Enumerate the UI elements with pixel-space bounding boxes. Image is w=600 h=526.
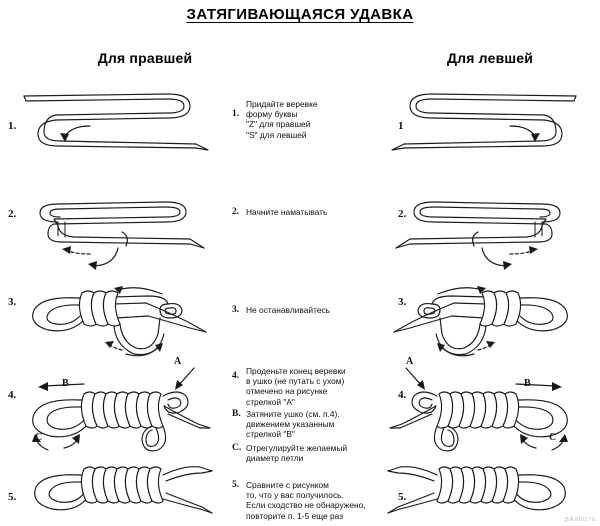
rope-finished-knot (387, 466, 566, 514)
coil-group (436, 391, 520, 429)
watermark: pikabu.ru (564, 516, 596, 523)
diagram-left-step-1 (18, 86, 218, 166)
coil-group (479, 290, 522, 327)
step-number-left-3: 3. (8, 296, 17, 308)
instruction-substep-b: B. Затяните ушко (см. п.4). движением ук… (232, 409, 402, 440)
rope-start-wrap (39, 201, 205, 249)
step-number-left-1: 1. (8, 120, 17, 132)
step-number-left-5: 5. (8, 491, 17, 503)
instruction-marker-b: B. (232, 409, 241, 419)
direction-arrows (405, 367, 568, 451)
instruction-step-4: 4. Проденьте конец веревки в ушко (не пу… (232, 366, 402, 407)
instruction-marker-3: 3. (232, 305, 240, 315)
instruction-text-5: Сравните с рисунком то, что у вас получи… (246, 480, 366, 521)
instruction-text-b: Затяните ушко (см. п.4). движением указа… (246, 409, 340, 440)
step-number-right-5: 5. (398, 491, 407, 503)
instruction-step-1: 1. Придайте веревке форму буквы "Z" для … (232, 99, 402, 140)
diagram-label-a-left: A (174, 356, 182, 367)
instruction-text-2: Начните наматывать (246, 207, 328, 217)
diagram-left-step-4 (18, 362, 218, 472)
instruction-marker-5: 5. (232, 480, 240, 490)
wrap-arrows (62, 231, 128, 270)
rope-several-coils (32, 290, 207, 356)
page-title: ЗАТЯГИВАЮЩАЯСЯ УДАВКА (186, 6, 414, 23)
wrap-arrows (437, 286, 495, 357)
diagram-right-step-4 (382, 362, 582, 472)
column-header-right-handed: Для правшей (97, 50, 193, 66)
diagram-right-step-1 (382, 86, 582, 166)
instruction-text-3: Не останавливайтесь (246, 305, 331, 315)
coil-group (436, 466, 520, 504)
diagram-left-step-5 (18, 455, 218, 525)
rope-z-shape (23, 93, 209, 151)
step-number-right-3: 3. (398, 296, 407, 308)
diagram-left-step-3 (18, 276, 218, 368)
diagram-right-step-2 (382, 192, 582, 277)
rope-s-shape (391, 93, 577, 151)
instruction-text-c: Отрегулируйте желаемый диаметр петли (246, 443, 348, 464)
motion-arrow (60, 125, 91, 142)
diagram-label-c-left: C (35, 432, 43, 443)
diagram-label-b-right: B (524, 378, 531, 389)
coil-group (78, 290, 121, 327)
instruction-substep-c: C. Отрегулируйте желаемый диаметр петли (232, 443, 402, 463)
instruction-text-1: Придайте веревке форму буквы "Z" для пра… (246, 99, 318, 140)
diagram-right-step-3 (382, 276, 582, 368)
direction-arrows (32, 367, 195, 451)
rope-several-coils (393, 290, 568, 356)
instruction-step-2: 2. Начните наматывать (232, 207, 402, 217)
diagram-label-a-right: A (406, 356, 414, 367)
rope-start-wrap (395, 201, 561, 249)
step-number-right-4: 4. (398, 389, 407, 401)
rope-finished-knot (34, 466, 213, 514)
coil-group (80, 391, 164, 429)
step-number-left-4: 4. (8, 389, 17, 401)
instruction-text-4: Проденьте конец веревки в ушко (не путат… (246, 366, 346, 407)
step-number-right-2: 2. (398, 208, 407, 220)
instruction-marker-4: 4. (232, 371, 240, 381)
instruction-marker-c: C. (232, 443, 242, 453)
diagram-right-step-5 (382, 455, 582, 525)
step-number-right-1: 1 (398, 120, 404, 132)
instruction-marker-1: 1. (232, 109, 240, 119)
column-header-left-handed: Для левшей (446, 50, 534, 66)
instruction-step-3: 3. Не останавливайтесь (232, 305, 402, 315)
diagram-label-c-right: C (549, 432, 557, 443)
wrap-arrows (472, 231, 538, 270)
coil-group (80, 466, 164, 504)
instruction-marker-2: 2. (232, 207, 240, 217)
diagram-left-step-2 (18, 192, 218, 277)
diagram-label-b-left: B (62, 378, 69, 389)
instruction-step-5: 5. Сравните с рисунком то, что у вас пол… (232, 480, 402, 521)
rope-full-coils (32, 391, 211, 452)
motion-arrow (509, 125, 540, 142)
step-number-left-2: 2. (8, 208, 17, 220)
wrap-arrows (105, 286, 163, 357)
rope-full-coils (389, 391, 568, 452)
